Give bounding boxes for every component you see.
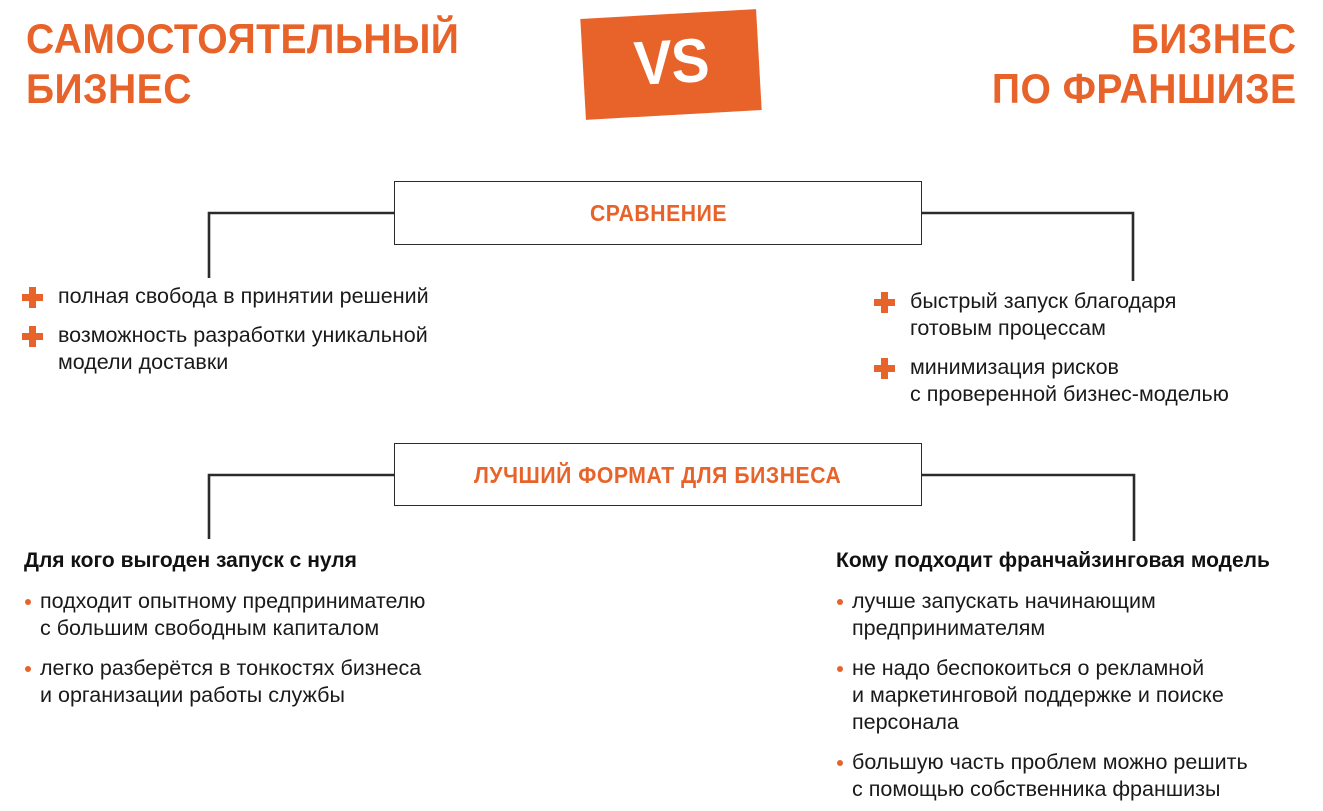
list-item: возможность разработки уникальной модели… (22, 322, 562, 376)
list-item: лучше запускать начинающим предпринимате… (836, 588, 1323, 642)
left-side-title-line2: БИЗНЕС (26, 65, 192, 112)
section-box-comparison-label: СРАВНЕНИЕ (589, 200, 727, 226)
right-side-title-line1: БИЗНЕС (1131, 15, 1297, 62)
dot-icon (837, 666, 843, 672)
best-format-right-heading: Кому подходит франчайзинговая модель (836, 549, 1270, 572)
plus-icon (22, 326, 43, 347)
right-side-title-line2: ПО ФРАНШИЗЕ (992, 65, 1297, 112)
list-item: подходит опытному предпринимателю с боль… (24, 588, 584, 642)
connector-format-right (922, 473, 1136, 541)
plus-icon (22, 287, 43, 308)
list-item-line: возможность разработки уникальной (58, 323, 428, 347)
connector-compare-right (922, 211, 1135, 281)
right-side-title: БИЗНЕС ПО ФРАНШИЗЕ (992, 14, 1297, 114)
connector-format-left (207, 473, 394, 539)
list-item: минимизация рисков с проверенной бизнес-… (874, 354, 1314, 408)
list-item-line: и организации работы службы (40, 683, 345, 707)
list-item-line: не надо беспокоиться о рекламной (852, 656, 1205, 680)
list-item-line: минимизация рисков (910, 355, 1119, 379)
list-item-line: подходит опытному предпринимателю (40, 589, 426, 613)
vs-badge: VS (580, 9, 762, 120)
section-box-comparison: СРАВНЕНИЕ (394, 181, 922, 245)
best-format-right-list: лучше запускать начинающим предпринимате… (836, 588, 1323, 803)
list-item-line: лучше запускать начинающим (852, 589, 1156, 613)
list-item-line: большую часть проблем можно решить (852, 750, 1248, 774)
list-item-line: модели доставки (58, 350, 229, 374)
dot-icon (25, 666, 31, 672)
best-format-right-column: Кому подходит франчайзинговая модель луч… (836, 548, 1323, 803)
dot-icon (837, 599, 843, 605)
list-item: большую часть проблем можно решить с пом… (836, 749, 1323, 803)
section-box-best-format-label: ЛУЧШИЙ ФОРМАТ ДЛЯ БИЗНЕСА (474, 461, 842, 488)
list-item: не надо беспокоиться о рекламной и марке… (836, 655, 1323, 736)
vs-badge-label: VS (631, 25, 710, 99)
comparison-left-list: полная свобода в принятии решений возмож… (22, 283, 562, 376)
left-side-title-line1: САМОСТОЯТЕЛЬНЫЙ (26, 15, 460, 62)
list-item-line: быстрый запуск благодаря (910, 289, 1177, 313)
best-format-left-column: Для кого выгоден запуск с нуля подходит … (24, 548, 584, 709)
dot-icon (837, 760, 843, 766)
list-item-line: персонала (852, 710, 959, 734)
list-item: полная свобода в принятии решений (22, 283, 562, 310)
list-item-line: и маркетинговой поддержке и поиске (852, 683, 1224, 707)
headline-row: САМОСТОЯТЕЛЬНЫЙ БИЗНЕС VS БИЗНЕС ПО ФРАН… (0, 0, 1323, 150)
list-item-line: с проверенной бизнес-моделью (910, 382, 1229, 406)
list-item: быстрый запуск благодаря готовым процесс… (874, 288, 1314, 342)
list-item-line: с большим свободным капиталом (40, 616, 380, 640)
plus-icon (874, 292, 895, 313)
comparison-right-list: быстрый запуск благодаря готовым процесс… (874, 288, 1314, 408)
left-side-title: САМОСТОЯТЕЛЬНЫЙ БИЗНЕС (26, 14, 459, 114)
list-item: легко разберётся в тонкостях бизнеса и о… (24, 655, 584, 709)
section-box-best-format: ЛУЧШИЙ ФОРМАТ ДЛЯ БИЗНЕСА (394, 443, 922, 506)
dot-icon (25, 599, 31, 605)
connector-compare-left (207, 211, 394, 278)
list-item-line: с помощью собственника франшизы (852, 777, 1221, 801)
list-item-line: предпринимателям (852, 616, 1046, 640)
list-item-line: легко разберётся в тонкостях бизнеса (40, 656, 422, 680)
plus-icon (874, 358, 895, 379)
list-item-line: полная свобода в принятии решений (58, 284, 429, 308)
best-format-left-heading: Для кого выгоден запуск с нуля (24, 549, 357, 572)
best-format-left-list: подходит опытному предпринимателю с боль… (24, 588, 584, 709)
list-item-line: готовым процессам (910, 316, 1106, 340)
